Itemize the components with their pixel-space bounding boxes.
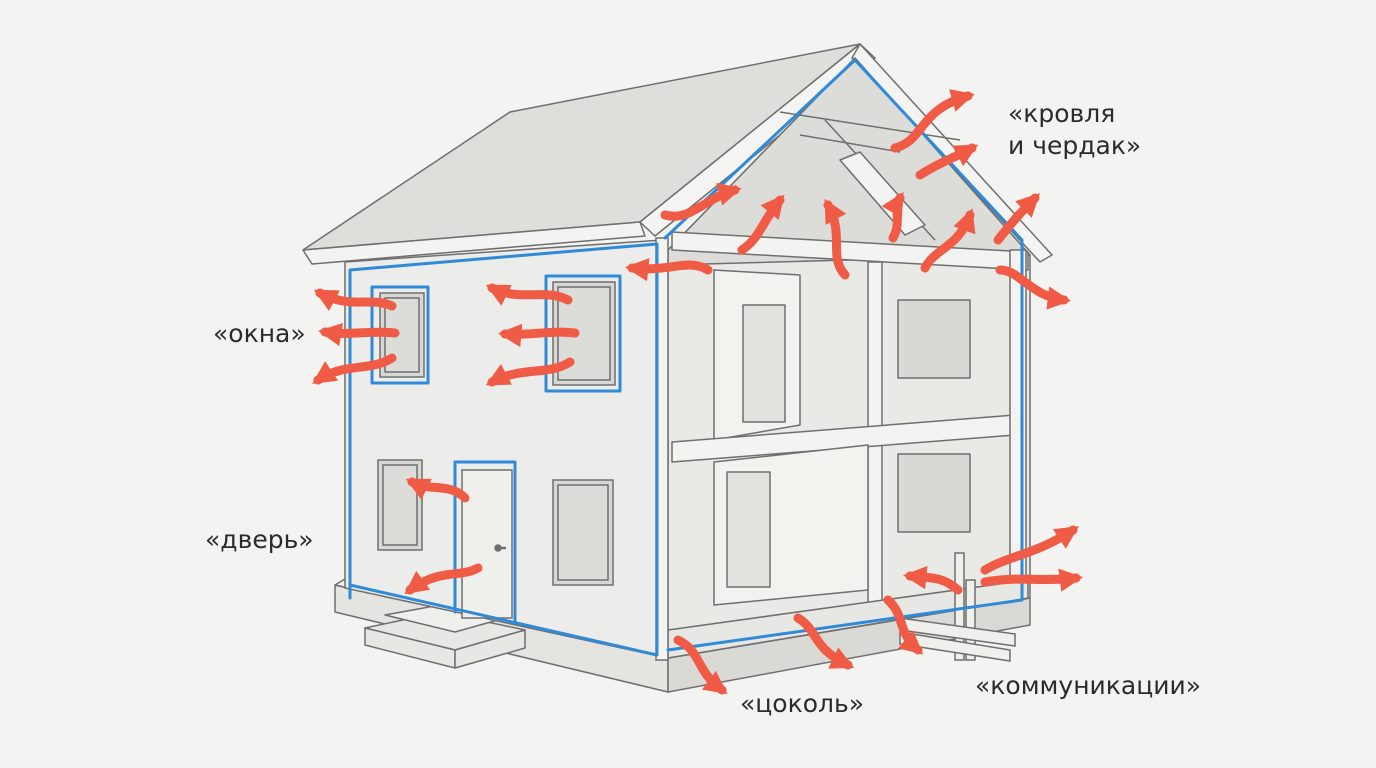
label-roof-line1: «кровля [1008, 99, 1116, 128]
heat-arrow [980, 568, 1083, 592]
heat-arrow [915, 143, 979, 180]
heat-arrow [313, 288, 397, 312]
insulation-contour [348, 58, 1024, 657]
front-windows [377, 281, 616, 586]
heat-arrow [625, 257, 713, 282]
label-utilities: «коммуникации» [975, 671, 1202, 700]
heat-arrow [660, 182, 742, 221]
heat-arrow [485, 357, 575, 387]
heat-arrow [312, 353, 397, 385]
heat-arrow [737, 194, 785, 255]
heat-arrow [318, 323, 400, 347]
heat-arrow [903, 565, 963, 595]
heat-arrow [993, 193, 1040, 245]
heat-loss-arrows [312, 89, 1083, 695]
heat-arrow [823, 198, 850, 280]
cutaway-interior [667, 57, 1031, 659]
heat-arrow [485, 283, 573, 306]
label-roof-attic: «кровля и чердак» [1008, 98, 1141, 162]
label-plinth: «цоколь» [740, 689, 865, 718]
label-roof-line2: и чердак» [1008, 131, 1142, 160]
label-windows: «окна» [213, 319, 306, 348]
heat-arrow [995, 265, 1071, 310]
label-door: «дверь» [205, 525, 314, 554]
roof [302, 43, 1053, 265]
heat-arrow [405, 477, 470, 503]
heat-arrow [793, 613, 855, 670]
heat-arrow [883, 595, 924, 655]
heat-arrow [404, 563, 483, 595]
heat-arrow [920, 208, 976, 273]
heat-arrow [890, 89, 975, 153]
heat-arrow [673, 635, 728, 695]
heat-arrow [498, 323, 580, 348]
front-door [461, 469, 513, 619]
heat-arrow [980, 525, 1079, 575]
heat-arrow [881, 191, 905, 243]
